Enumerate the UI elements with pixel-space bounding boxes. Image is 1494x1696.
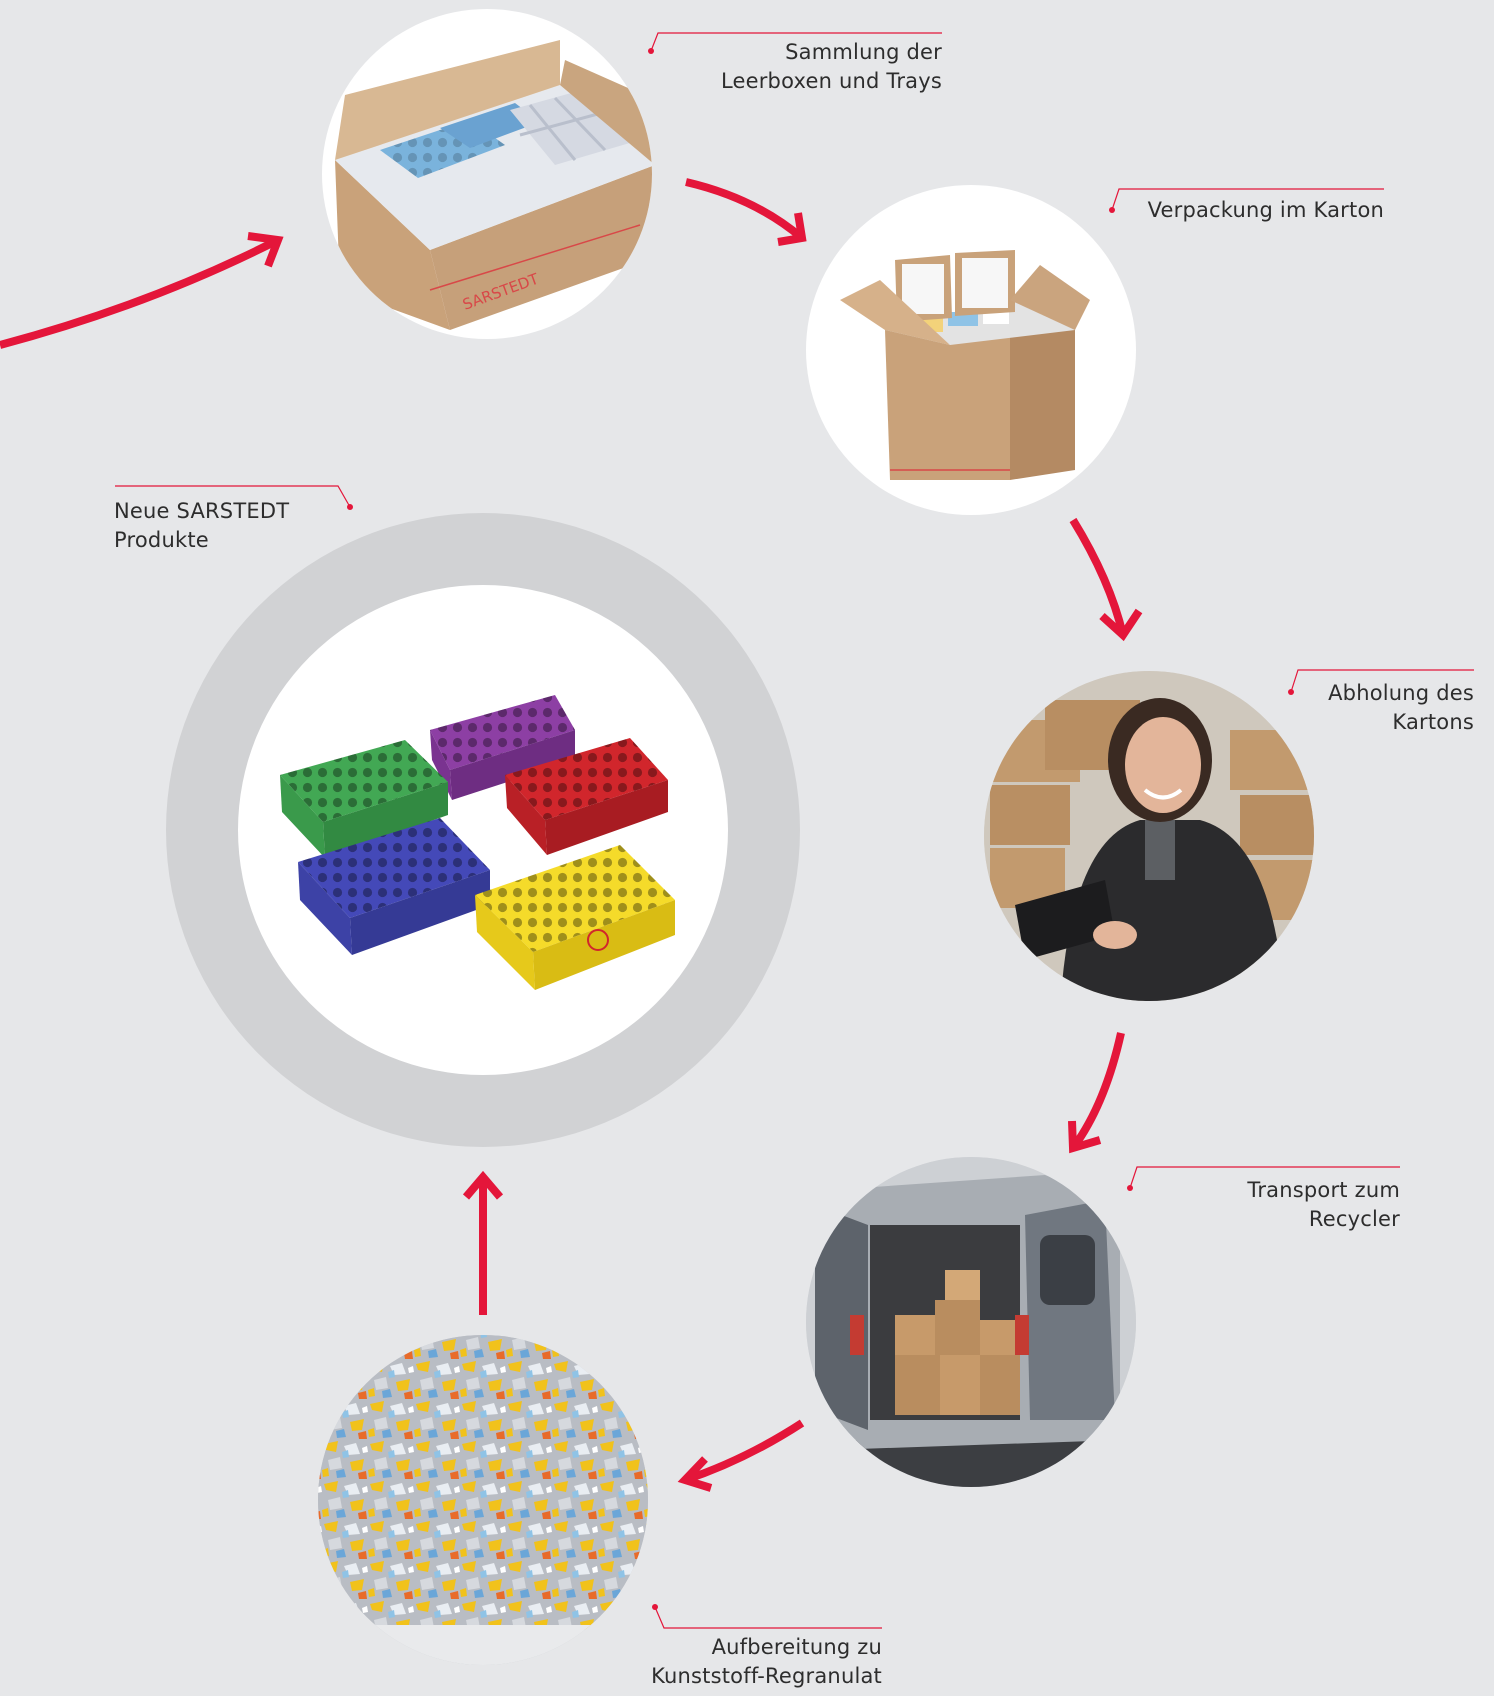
van-icon [806, 1157, 1136, 1487]
label-transport-line-2: Recycler [1308, 1207, 1400, 1231]
label-processing: Aufbereitung zu Kunststoff-Regranulat [651, 1633, 882, 1691]
packaging-callout-dot [1109, 207, 1115, 213]
label-new-products-line-2: Produkte [114, 528, 209, 552]
step-processing [318, 1335, 882, 1665]
new-products-callout-dot [347, 504, 353, 510]
packaging-callout-line [1111, 188, 1384, 211]
label-new-products: Neue SARSTEDT Produkte [114, 497, 289, 555]
label-pickup: Abholung des Kartons [1328, 679, 1474, 737]
pickup-callout-line [1290, 669, 1474, 693]
label-transport: Transport zum Recycler [1247, 1176, 1400, 1234]
label-processing-line-2: Kunststoff-Regranulat [651, 1664, 882, 1688]
packed-box-icon [840, 250, 1090, 480]
step-pickup [984, 669, 1474, 1001]
label-new-products-line-1: Neue SARSTEDT [114, 499, 290, 523]
arrow-to-new-products [462, 1170, 504, 1315]
label-pickup-line-1: Abholung des [1328, 681, 1474, 705]
step-collection: SARSTEDT [322, 9, 942, 339]
arrow-to-collection [0, 232, 284, 349]
label-transport-line-1: Transport zum [1247, 1178, 1400, 1202]
label-pickup-line-2: Kartons [1392, 710, 1474, 734]
transport-callout-line [1129, 1166, 1400, 1189]
new-products-callout-line [115, 485, 351, 508]
transport-callout-dot [1127, 1185, 1133, 1191]
label-collection-line-1: Sammlung der [785, 40, 942, 64]
label-packaging: Verpackung im Karton [1148, 196, 1384, 225]
regranulate-icon [318, 1335, 648, 1665]
processing-callout-dot [652, 1604, 658, 1610]
cycle-arrows [0, 178, 1143, 1492]
arrow-to-packaging [685, 178, 807, 246]
tube-racks-icon [280, 695, 675, 990]
arrow-to-processing [677, 1419, 805, 1492]
arrow-to-transport [1068, 1032, 1125, 1154]
arrow-to-pickup [1069, 517, 1143, 642]
collection-callout-dot [648, 48, 654, 54]
step-transport [806, 1157, 1400, 1487]
open-box-icon: SARSTEDT [335, 40, 652, 330]
label-processing-line-1: Aufbereitung zu [711, 1635, 882, 1659]
collection-callout-line [650, 32, 942, 52]
worker-icon [984, 671, 1314, 1001]
label-collection-line-2: Leerboxen und Trays [720, 69, 942, 93]
processing-callout-line [654, 1606, 882, 1629]
step-new-products [115, 485, 800, 1147]
step-packaging [806, 185, 1384, 515]
label-packaging-line-1: Verpackung im Karton [1147, 198, 1384, 222]
pickup-callout-dot [1288, 689, 1294, 695]
label-collection: Sammlung der Leerboxen und Trays [721, 38, 942, 96]
